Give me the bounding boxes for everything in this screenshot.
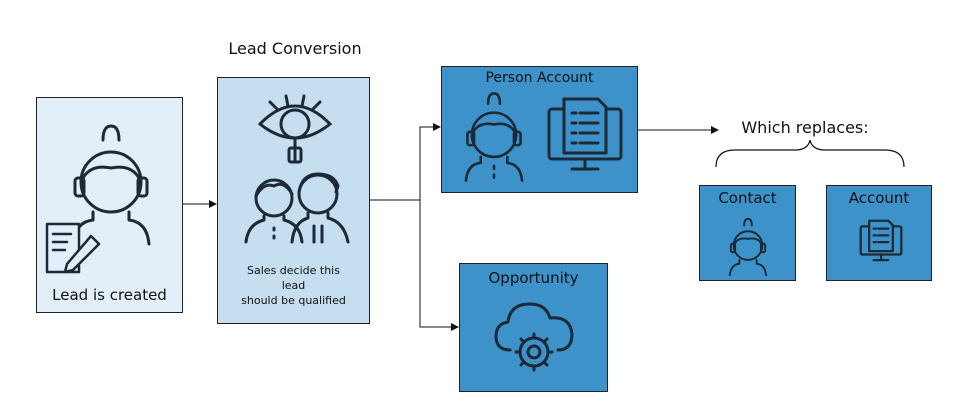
- arrow-conversion-to-opportunity: [419, 200, 459, 331]
- contact-label: Contact: [718, 189, 777, 207]
- opportunity-box: Opportunity: [459, 263, 608, 392]
- replaces-label: Which replaces:: [741, 118, 869, 137]
- conversion-box: Sales decide this lead should be qualifi…: [217, 77, 370, 324]
- person-account-label: Person Account: [485, 70, 594, 86]
- account-box: Account: [826, 185, 932, 281]
- person-headset-icon: [464, 92, 524, 182]
- person-account-box: Person Account: [441, 66, 638, 193]
- account-label: Account: [848, 189, 910, 207]
- conversion-caption-line3: should be qualified: [241, 294, 346, 307]
- cloud-gear-icon: [494, 302, 574, 372]
- lead-box: Lead is created: [36, 97, 183, 313]
- person-headset-icon: [728, 217, 768, 277]
- lead-label: Lead is created: [52, 286, 167, 304]
- conversion-caption-line2: lead: [281, 279, 306, 292]
- monitor-document-icon: [547, 97, 623, 171]
- monitor-document-icon: [859, 219, 903, 262]
- conversion-caption-line1: Sales decide this: [247, 264, 340, 277]
- contact-box: Contact: [699, 185, 796, 281]
- two-people-icon: [244, 172, 350, 244]
- diagram-title: Lead Conversion: [228, 39, 362, 58]
- replaces-brace: [715, 139, 905, 168]
- eye-magnifier-icon: [257, 94, 333, 164]
- opportunity-label: Opportunity: [488, 269, 579, 287]
- arrow-conversion-to-person-account: [370, 123, 441, 201]
- document-pen-icon: [45, 222, 101, 274]
